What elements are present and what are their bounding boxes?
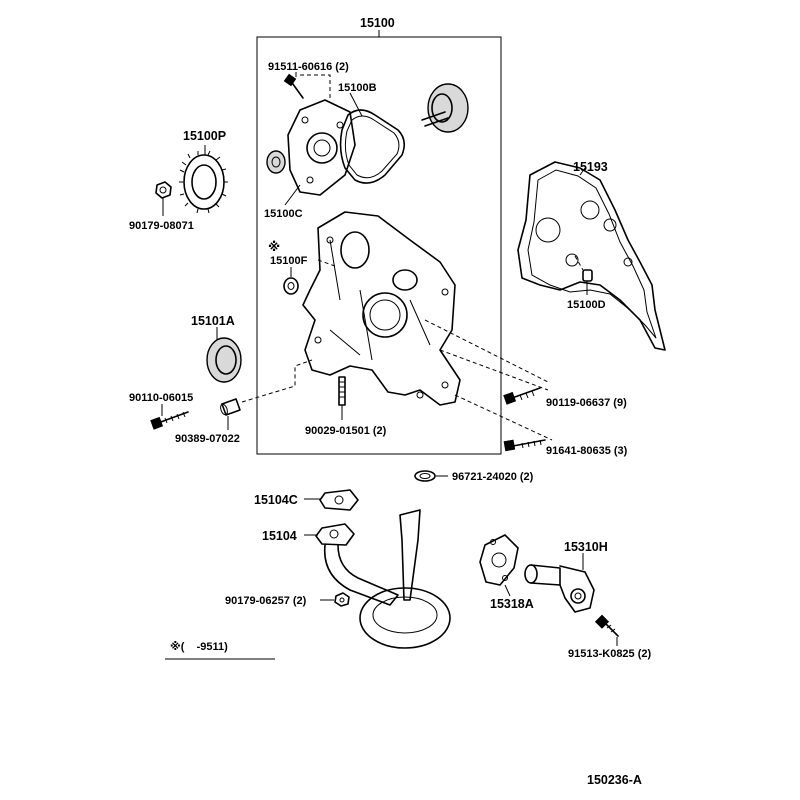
oil-strainer-15104 <box>315 509 451 649</box>
label-90389-07022: 90389-07022 <box>175 433 240 445</box>
bolt-91511-60616 <box>283 72 304 99</box>
label-15100p: 15100P <box>183 129 226 143</box>
applicability-note: ※( -9511) <box>170 641 228 653</box>
seal-15100c <box>266 150 286 174</box>
oil-pump-cover <box>287 99 356 196</box>
pin-15100d <box>582 269 593 282</box>
bolt-90119-06637 <box>503 387 541 405</box>
oil-pump-rotor <box>421 83 469 133</box>
gasket-15100b <box>339 109 406 184</box>
bolt-91513-k0825 <box>594 614 619 637</box>
label-90179-08071: 90179-08071 <box>129 220 194 232</box>
oil-pump-body <box>302 211 461 406</box>
label-15104c: 15104C <box>254 493 298 507</box>
relief-valve-15310h <box>524 564 595 613</box>
label-15100f: 15100F <box>270 255 308 267</box>
label-96721-24020: 96721-24020 (2) <box>452 471 534 483</box>
label-90110-06015: 90110-06015 <box>129 392 193 404</box>
label-15310h: 15310H <box>564 540 608 554</box>
oil-seal-15101a <box>206 337 242 383</box>
label-15100d: 15100D <box>567 299 606 311</box>
label-15100c: 15100C <box>264 208 303 220</box>
label-91641-80635: 91641-80635 (3) <box>546 445 628 457</box>
stud-90029-01501 <box>338 376 346 406</box>
gasket-15318a <box>479 534 519 586</box>
label-91513-k0825: 91513-K0825 (2) <box>568 648 652 660</box>
label-90029-01501: 90029-01501 (2) <box>305 425 387 437</box>
label-15318a: 15318A <box>490 597 534 611</box>
label-15193: 15193 <box>573 160 608 174</box>
bolt-90110-06015 <box>150 411 189 430</box>
sprocket-15100p <box>179 150 228 214</box>
gasket-15104c <box>319 489 359 511</box>
washer-96721-24020 <box>414 470 436 482</box>
label-15104: 15104 <box>262 529 297 543</box>
label-15101a: 15101A <box>191 314 235 328</box>
gasket-15193 <box>517 161 666 351</box>
label-90119-06637: 90119-06637 (9) <box>546 397 627 409</box>
star-marker: ※ <box>268 240 280 254</box>
dowel-90389-07022 <box>220 398 241 416</box>
nut-90179-06257 <box>334 592 350 607</box>
plug-15100f <box>283 277 299 295</box>
label-15100: 15100 <box>360 16 395 30</box>
diagram-number: 150236-A <box>587 773 642 787</box>
bolt-91641-80635 <box>503 439 546 452</box>
label-15100b: 15100B <box>338 82 377 94</box>
nut-90179-08071 <box>155 181 172 199</box>
label-90179-06257: 90179-06257 (2) <box>225 595 307 607</box>
label-91511-60616: 91511-60616 (2) <box>268 61 349 73</box>
